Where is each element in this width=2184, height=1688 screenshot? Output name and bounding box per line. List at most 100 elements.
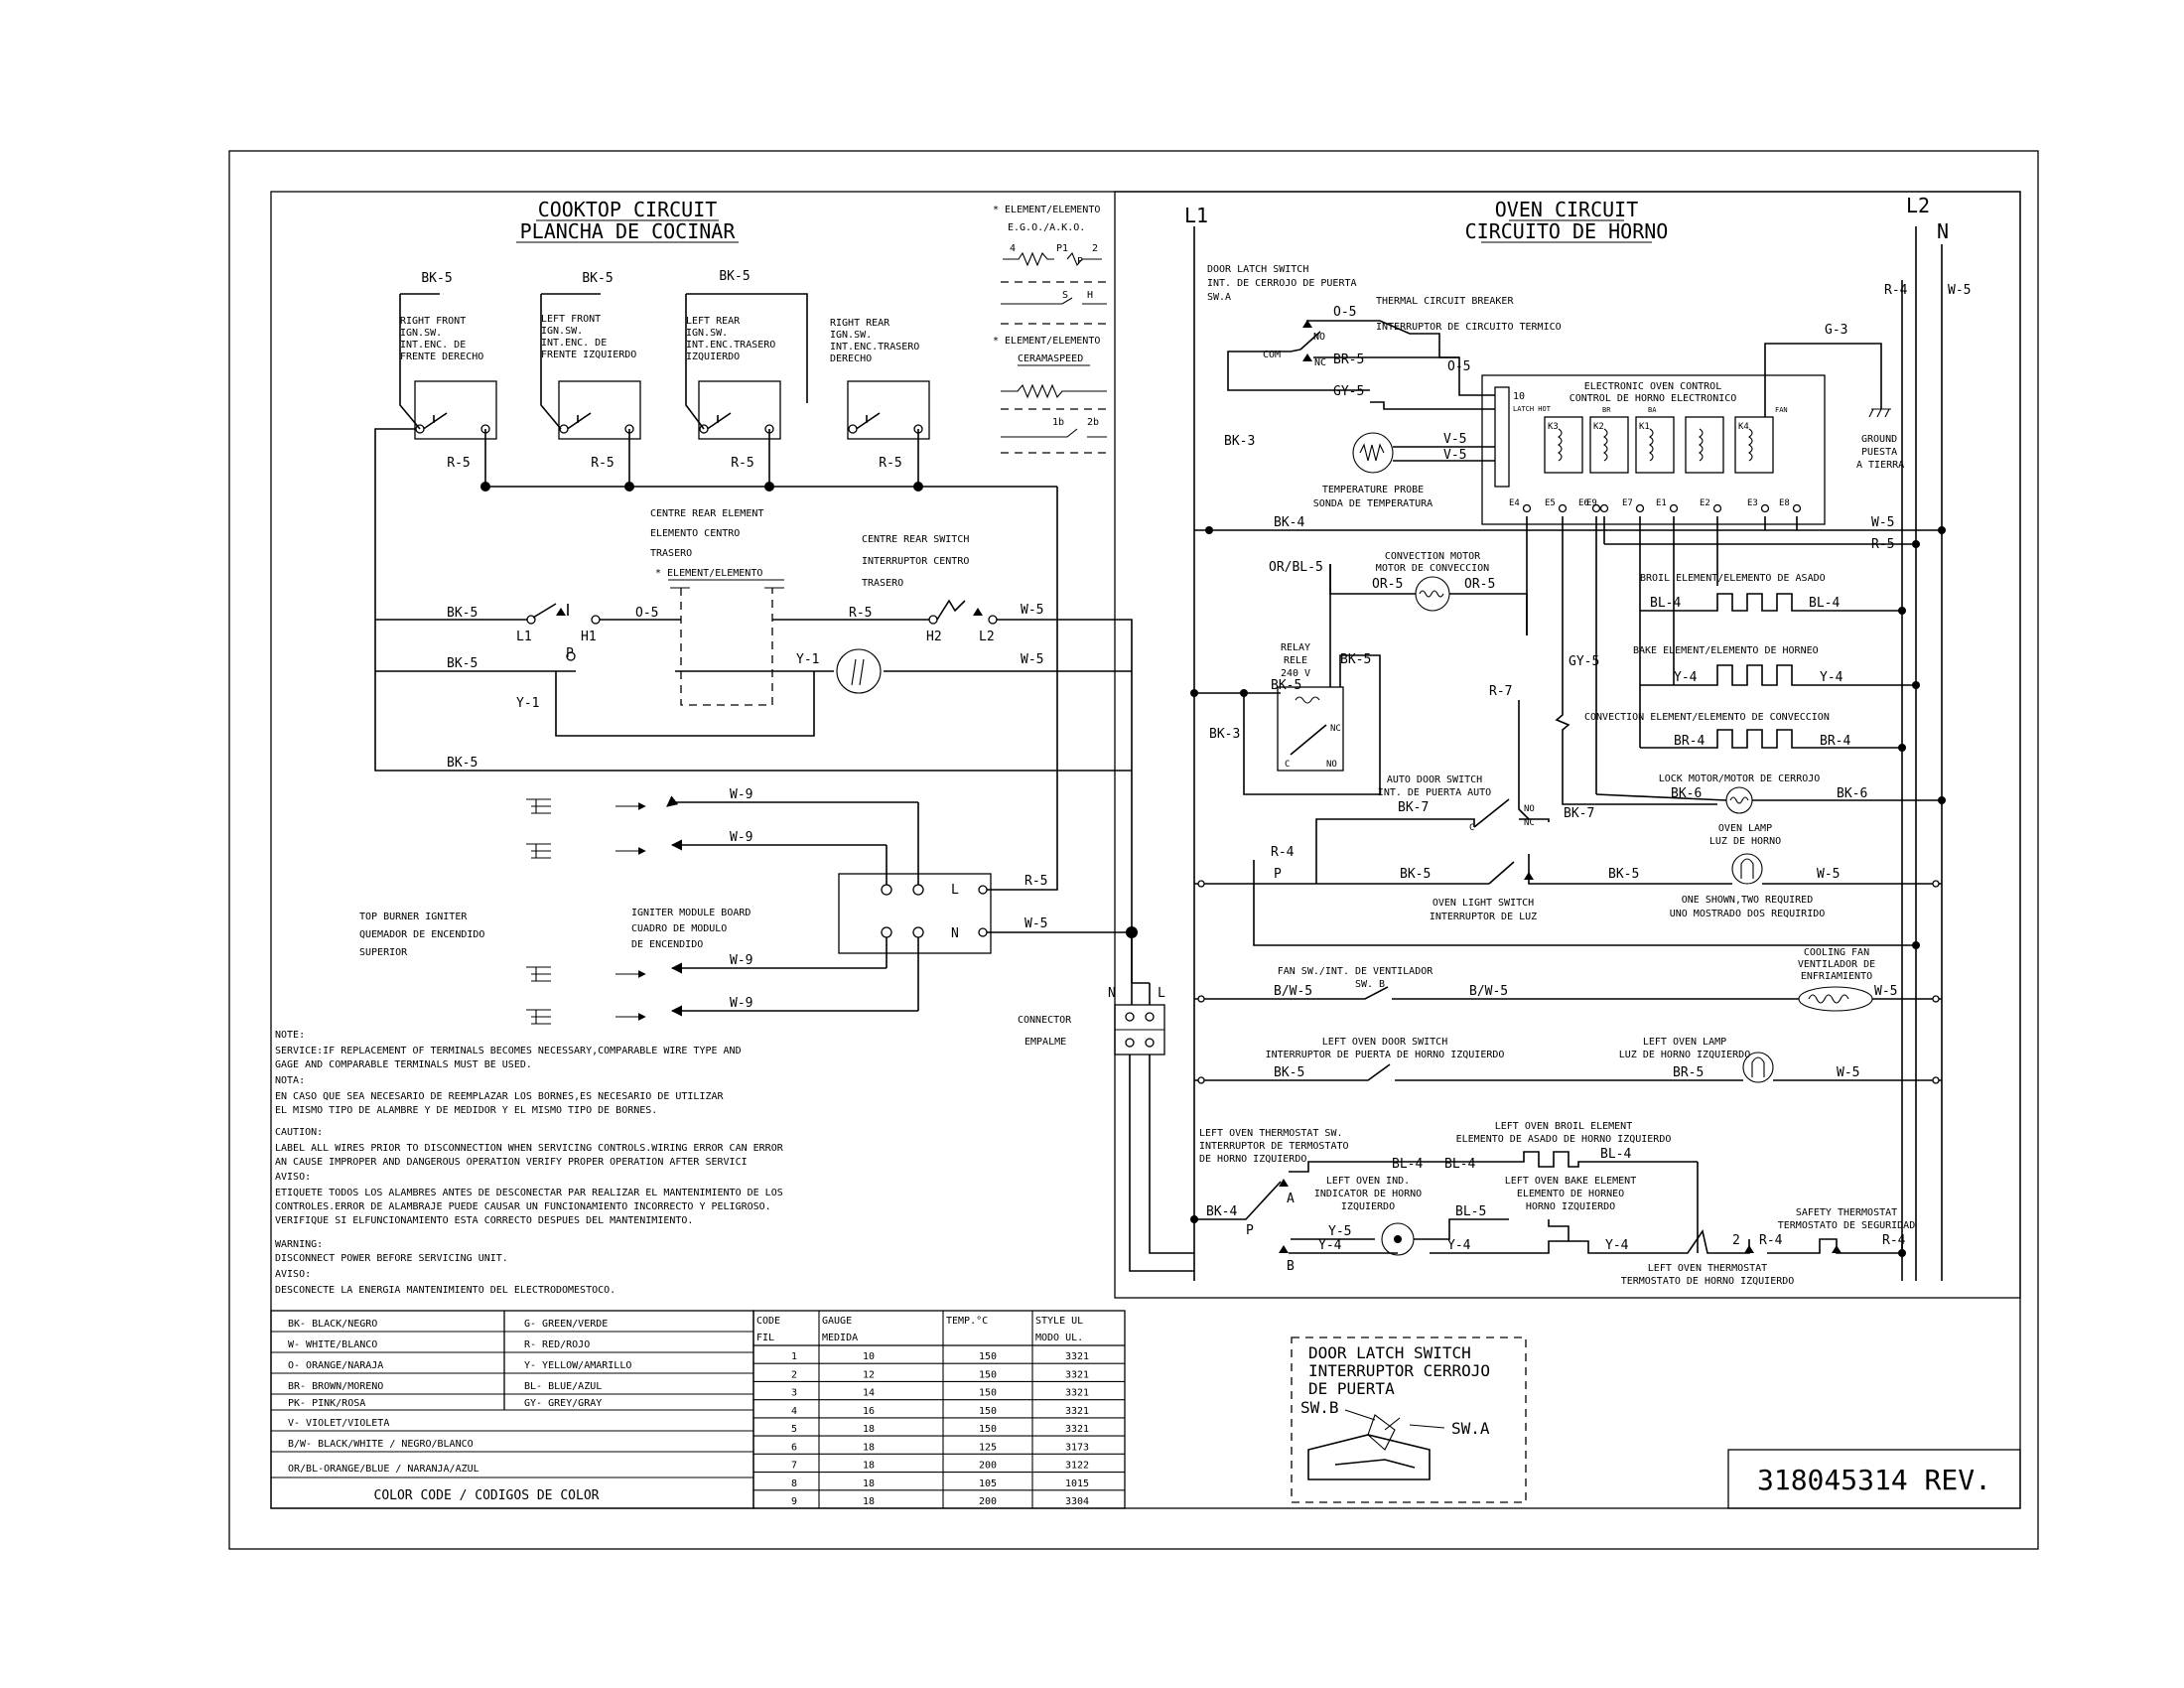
switch-label: INTERRUPTOR DE LUZ [1430,912,1537,922]
inset-label: DOOR LATCH SWITCH [1308,1343,1471,1362]
terminal-label: N [951,926,959,941]
legend-text: * ELEMENT/ELEMENTO [993,336,1100,347]
element-label: CENTRE REAR ELEMENT [650,508,763,519]
lamp-label: LEFT OVEN LAMP [1643,1037,1726,1048]
relay-coil-icon [1748,428,1753,462]
gauge-cell: 3321 [1065,1406,1089,1417]
legend-text: CERAMASPEED [1018,353,1083,364]
terminal-label: L2 [979,630,995,644]
note-heading: NOTE: [275,1030,305,1041]
switch-label: CENTRE REAR SWITCH [862,534,969,545]
note-text: EN CASO QUE SEA NECESARIO DE REEMPLAZAR … [275,1091,725,1102]
thermo-label: TERMOSTATO DE SEGURIDAD [1778,1220,1915,1231]
switch-label: FAN SW./INT. DE VENTILADOR [1278,966,1434,977]
gauge-cell: 6 [791,1442,797,1453]
wire-label: W-5 [1874,984,1897,999]
switch-label: INT. DE PUERTA AUTO [1378,787,1491,798]
element-label: CONVECTION ELEMENT/ELEMENTO DE CONVECCIO… [1584,712,1830,723]
convection-motor: CONVECTION MOTOR MOTOR DE CONVECCION OR-… [1372,551,1495,612]
terminal-label: C [1285,760,1290,770]
terminal-label: NO [1326,760,1337,770]
wire-label: W-5 [1021,603,1043,618]
note-text: SERVICE:IF REPLACEMENT OF TERMINALS BECO… [275,1046,742,1056]
color-code-cell: PK- PINK/ROSA [288,1398,365,1409]
pin-label: BA [1648,406,1657,414]
switch-label: FRENTE DERECHO [400,352,483,362]
module-label: IGNITER MODULE BOARD [631,908,751,918]
note-label: UNO MOSTRADO DOS REQUIRIDO [1670,909,1826,919]
wire-label: 2 [1732,1233,1740,1248]
element-label: LEFT OVEN BROIL ELEMENT [1495,1121,1632,1132]
color-code-cell: G- GREEN/VERDE [524,1319,608,1330]
wire-label: BR-4 [1674,734,1705,749]
note-text: DISCONNECT POWER BEFORE SERVICING UNIT. [275,1253,508,1264]
wire-label: G-3 [1825,323,1847,338]
relay-coil-icon [1558,428,1563,462]
gauge-cell: 150 [979,1388,997,1399]
eoc-pin-label: E5 [1545,498,1556,508]
breaker-label: THERMAL CIRCUIT BREAKER [1376,296,1514,307]
breaker-label: INTERRUPTOR DE CIRCUITO TERMICO [1376,322,1562,333]
eoc-pin [1669,503,1679,513]
wire-label: W-5 [1817,867,1840,882]
terminal-label: C [1469,823,1474,833]
element-label: TRASERO [650,548,692,559]
eoc-pin [1522,503,1532,513]
gauge-cell: 150 [979,1424,997,1435]
connector: N L CONNECTOR EMPALME [1018,986,1165,1055]
switch-label: LEFT OVEN DOOR SWITCH [1322,1037,1447,1048]
color-code-cell: R- RED/ROJO [524,1339,590,1350]
switch-label: INT.ENC.TRASERO [686,340,775,351]
gauge-cell: 12 [863,1369,875,1380]
wire-label: Y-4 [1605,1238,1629,1253]
fan-label: VENTILADOR DE [1798,959,1875,970]
element-label: LEFT OVEN BAKE ELEMENT [1505,1176,1636,1187]
fan-label: COOLING FAN [1804,947,1869,958]
bake-element: BAKE ELEMENT/ELEMENTO DE HORNEO Y-4 Y-4 [1633,645,1916,686]
wire-label: W-5 [1948,283,1971,298]
probe-label: SONDA DE TEMPERATURA [1313,498,1433,509]
wire-label: Y-4 [1820,670,1843,685]
gauge-cell: 200 [979,1496,997,1507]
wire-label: Y-1 [516,696,539,711]
gauge-cell: 16 [863,1406,875,1417]
switch-box [414,380,497,440]
gauge-header: MEDIDA [822,1333,858,1343]
gauge-cell: 3321 [1065,1351,1089,1362]
note-text: ETIQUETE TODOS LOS ALAMBRES ANTES DE DES… [275,1188,783,1198]
element-legend: * ELEMENT/ELEMENTO E.G.O./A.K.O. 4 P1 2 … [993,205,1107,454]
motor-label: MOTOR DE CONVECCION [1376,563,1489,574]
gauge-cell: 18 [863,1442,875,1453]
wire-label: W-5 [1837,1065,1859,1080]
igniter-label: QUEMADOR DE ENCENDIDO [359,929,484,940]
wire-label: GY-5 [1333,384,1364,399]
wire-label: BR-5 [1673,1065,1704,1080]
door-latch-label: DOOR LATCH SWITCH [1207,264,1308,275]
top-burner-igniters: TOP BURNER IGNITER QUEMADOR DE ENCENDIDO… [359,798,646,1025]
oven-lamp: OVEN LAMP LUZ DE HORNO [1709,823,1781,885]
eoc-pin-label: E7 [1622,498,1633,508]
wire-label: P [1274,867,1282,882]
wire-label: A [1287,1192,1295,1206]
gauge-header: FIL [756,1333,774,1343]
wire-label: R-5 [879,456,901,471]
n-label: N [1937,219,1949,243]
gauge-cell: 1 [791,1351,797,1362]
electronic-oven-control: ELECTRONIC OVEN CONTROL CONTROL DE HORNO… [1481,374,1826,525]
terminal-label: H1 [581,630,597,644]
wire-label: R-5 [849,606,872,621]
gauge-cell: 10 [863,1351,875,1362]
outer-frame [228,150,2039,1550]
l2-label: L2 [1906,194,1930,217]
wire-label: BK-6 [1671,786,1702,801]
wire-label: BK-5 [719,269,750,284]
wire-label: BK-5 [582,271,613,286]
gauge-cell: 3304 [1065,1496,1089,1507]
cooktop-title-es: PLANCHA DE COCINAR [520,219,737,243]
lamp-label: LUZ DE HORNO IZQUIERDO [1619,1050,1750,1060]
wire-label: BL-4 [1600,1147,1631,1162]
eoc-label: CONTROL DE HORNO ELECTRONICO [1570,393,1737,404]
fan-label: ENFRIAMIENTO [1801,971,1872,982]
wire-label: W-9 [730,953,752,968]
switch-label: INTERRUPTOR CENTRO [862,556,969,567]
